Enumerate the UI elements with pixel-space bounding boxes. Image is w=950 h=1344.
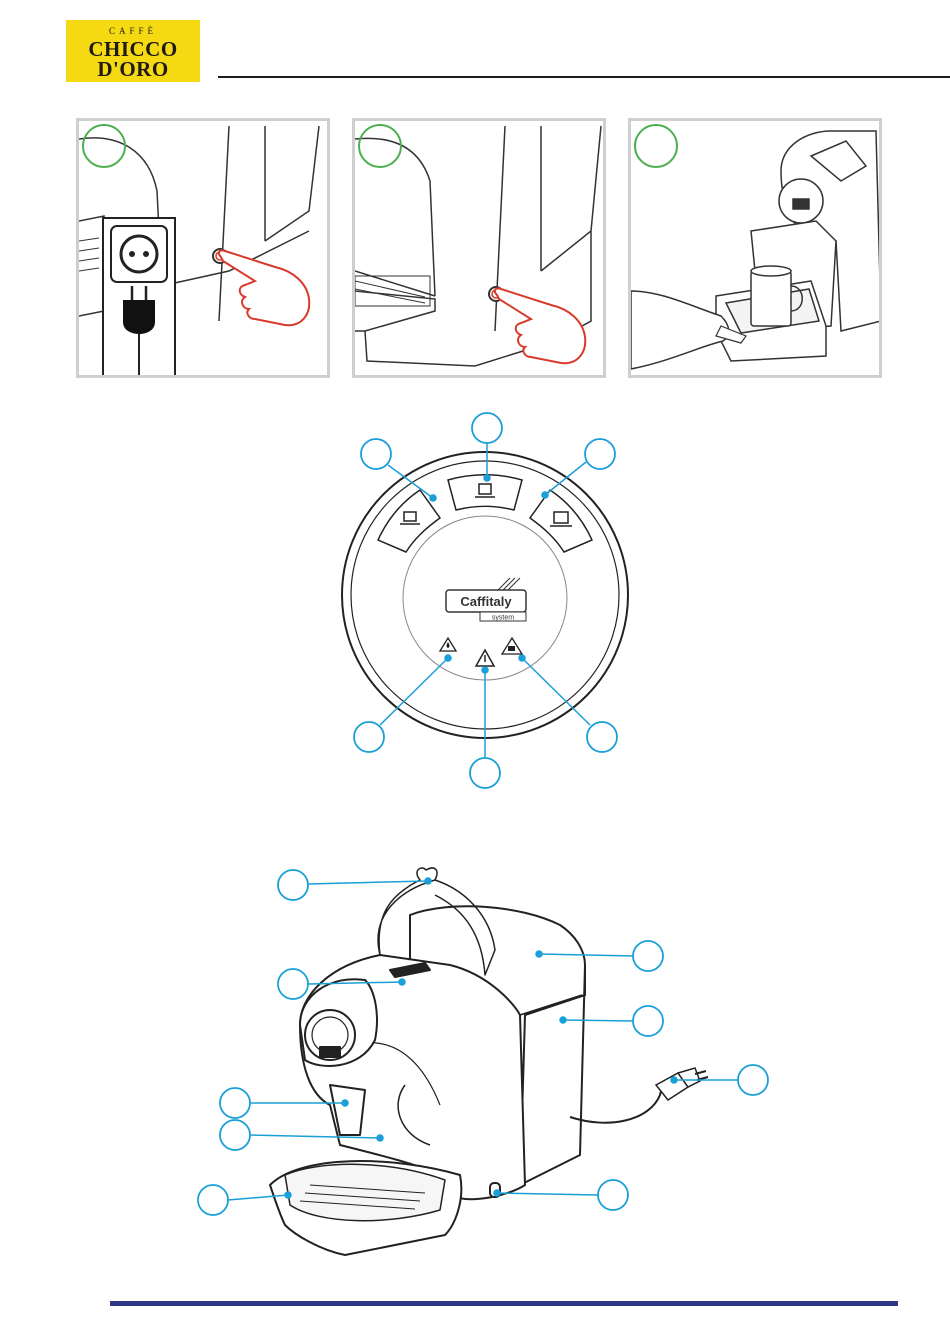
callout-power-button bbox=[598, 1180, 628, 1210]
callout-lever bbox=[278, 870, 308, 900]
brand-emblem-subtext: system bbox=[492, 615, 514, 622]
callout-capsule-light bbox=[587, 722, 617, 752]
step-number-circle-2 bbox=[358, 124, 402, 168]
brand-emblem-text: Caffitaly bbox=[460, 594, 512, 609]
plug-icon bbox=[119, 286, 159, 378]
step-panel-3 bbox=[628, 118, 882, 378]
callout-small-cup bbox=[361, 439, 391, 469]
hand-pointer-icon bbox=[491, 287, 591, 367]
step-panel-1 bbox=[76, 118, 330, 378]
callout-control-panel bbox=[220, 1120, 250, 1150]
callout-large-cup bbox=[585, 439, 615, 469]
hand-pointer-icon bbox=[215, 249, 315, 329]
step-panel-2 bbox=[352, 118, 606, 378]
brand-name-line2: D'ORO bbox=[66, 57, 200, 82]
callout-dispenser bbox=[220, 1088, 250, 1118]
callout-alarm-light bbox=[470, 758, 500, 788]
header-rule bbox=[218, 76, 950, 78]
control-panel-diagram: Caffitaly system bbox=[340, 410, 630, 790]
brand-caffe: CAFFÈ bbox=[66, 26, 200, 36]
callout-water-tank bbox=[633, 1006, 663, 1036]
callout-water-tank-lid bbox=[633, 941, 663, 971]
step-number-circle-1 bbox=[82, 124, 126, 168]
step-number-circle-3 bbox=[634, 124, 678, 168]
callout-medium-cup bbox=[472, 413, 502, 443]
callout-power-plug bbox=[738, 1065, 768, 1095]
callout-water-light bbox=[354, 722, 384, 752]
brand-logo: CAFFÈ CHICCO D'ORO bbox=[66, 20, 200, 82]
callout-capsule-slot bbox=[278, 969, 308, 999]
callout-drip-tray bbox=[198, 1185, 228, 1215]
machine-overview-diagram bbox=[190, 855, 780, 1265]
footer-rule bbox=[110, 1301, 898, 1306]
